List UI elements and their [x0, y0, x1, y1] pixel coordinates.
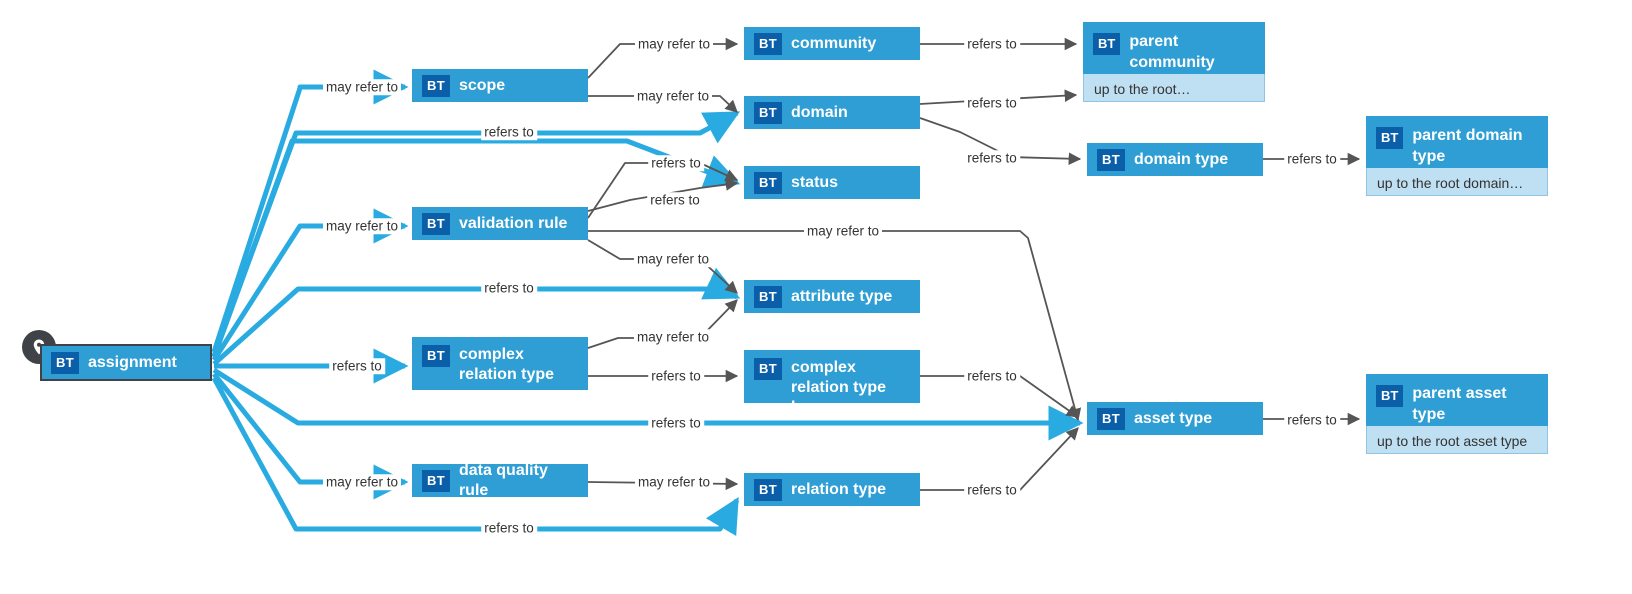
- node-complex-relation-type[interactable]: BT complex relation type: [412, 337, 588, 390]
- node-label: asset type: [1133, 409, 1213, 427]
- edge-scope-domain: [588, 95, 738, 113]
- edge-label: refers to: [1284, 151, 1340, 167]
- edge-label: may refer to: [634, 474, 714, 490]
- edge-label: may refer to: [803, 223, 883, 239]
- edge-relation-type-asset-type: [920, 427, 1079, 491]
- bt-badge: BT: [1097, 148, 1125, 171]
- edge-domain-domain-type: [919, 117, 1082, 165]
- node-label: domain: [790, 103, 848, 121]
- bt-badge: BT: [754, 358, 782, 380]
- bt-badge: BT: [1093, 33, 1121, 55]
- bt-badge: BT: [422, 469, 450, 492]
- node-parent-community-footer: up to the root…: [1083, 74, 1265, 102]
- bt-badge: BT: [1376, 385, 1404, 407]
- node-label: assignment: [87, 353, 177, 371]
- node-status[interactable]: BT status: [744, 166, 920, 199]
- node-attribute-type[interactable]: BT attribute type: [744, 280, 920, 313]
- edge-label: refers to: [964, 368, 1020, 384]
- edge-label: may refer to: [633, 329, 713, 345]
- node-label: validation rule: [458, 214, 568, 232]
- node-label: domain type: [1133, 150, 1229, 168]
- node-label: parent domain type: [1412, 127, 1523, 165]
- node-label: attribute type: [790, 287, 893, 305]
- node-parent-asset-type-footer: up to the root asset type: [1366, 426, 1548, 454]
- node-label: status: [790, 173, 839, 191]
- edge-label: may refer to: [634, 36, 714, 52]
- node-label: parent community: [1129, 33, 1215, 71]
- bt-badge: BT: [1376, 127, 1404, 149]
- bt-badge: BT: [422, 345, 450, 367]
- bt-badge: BT: [754, 101, 782, 124]
- edge-label: refers to: [647, 192, 703, 208]
- edge-label: refers to: [648, 155, 704, 171]
- bt-badge: BT: [754, 171, 782, 194]
- edge-label: may refer to: [322, 79, 402, 95]
- edge-label: refers to: [964, 482, 1020, 498]
- node-label: data quality rule: [458, 461, 548, 499]
- edge-label: refers to: [481, 124, 537, 140]
- node-parent-domain-type-header: BT parent domain type: [1366, 116, 1548, 168]
- edge-label: may refer to: [322, 474, 402, 490]
- node-label: relation type: [790, 480, 887, 498]
- edge-label: may refer to: [633, 251, 713, 267]
- node-community[interactable]: BT community: [744, 27, 920, 60]
- node-label: parent asset type: [1412, 385, 1507, 423]
- node-label: complex relation type leg: [790, 359, 887, 416]
- edge-label: may refer to: [633, 88, 713, 104]
- node-domain[interactable]: BT domain: [744, 96, 920, 129]
- edge-label: refers to: [329, 358, 385, 374]
- edge-label: refers to: [481, 280, 537, 296]
- edge-label: may refer to: [322, 218, 402, 234]
- bt-badge: BT: [1097, 407, 1125, 430]
- node-validation-rule[interactable]: BT validation rule: [412, 207, 588, 240]
- edge-label: refers to: [964, 95, 1020, 111]
- node-data-quality-rule[interactable]: BT data quality rule: [412, 462, 588, 499]
- bt-badge: BT: [422, 74, 450, 97]
- node-label: community: [790, 34, 877, 52]
- bt-badge: BT: [754, 285, 782, 308]
- edge-assignment-asset-type: [212, 367, 1084, 441]
- node-complex-relation-type-leg[interactable]: BT complex relation type leg: [744, 350, 920, 416]
- edge-label: refers to: [648, 415, 704, 431]
- bt-badge: BT: [51, 351, 79, 374]
- edge-label: refers to: [964, 150, 1020, 166]
- bt-badge: BT: [422, 212, 450, 235]
- edge-label: refers to: [648, 368, 704, 384]
- bt-badge: BT: [754, 478, 782, 501]
- edge-label: refers to: [1284, 412, 1340, 428]
- node-parent-community[interactable]: BT parent community up to the root…: [1083, 22, 1265, 102]
- node-scope[interactable]: BT scope: [412, 69, 588, 102]
- edge-label: refers to: [964, 36, 1020, 52]
- node-relation-type[interactable]: BT relation type: [744, 473, 920, 506]
- node-domain-type[interactable]: BT domain type: [1087, 143, 1263, 176]
- node-label: scope: [458, 76, 506, 94]
- bt-badge: BT: [754, 32, 782, 55]
- node-parent-domain-type-footer: up to the root domain…: [1366, 168, 1548, 196]
- node-parent-asset-type-header: BT parent asset type: [1366, 374, 1548, 426]
- node-assignment[interactable]: BT assignment: [40, 344, 212, 381]
- node-parent-domain-type[interactable]: BT parent domain type up to the root dom…: [1366, 116, 1548, 196]
- node-asset-type[interactable]: BT asset type: [1087, 402, 1263, 435]
- edge-complex-relation-type-leg-asset-type: [920, 375, 1080, 418]
- node-parent-asset-type[interactable]: BT parent asset type up to the root asse…: [1366, 374, 1548, 454]
- edge-label: refers to: [481, 520, 537, 536]
- node-parent-community-header: BT parent community: [1083, 22, 1265, 74]
- node-label: complex relation type: [458, 346, 555, 383]
